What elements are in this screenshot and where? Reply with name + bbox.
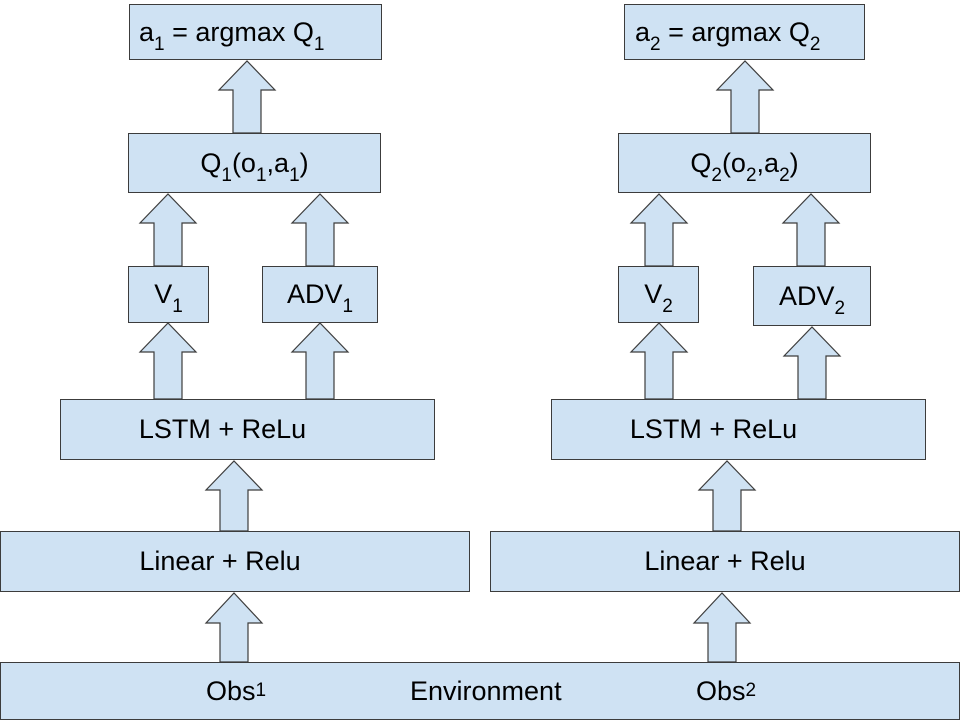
arrow-q-to-action-2 xyxy=(715,60,775,134)
lstm-label-1: LSTM + ReLu xyxy=(138,414,307,444)
action-box-2: a2 = argmax Q2 xyxy=(624,4,865,60)
arrow-lstm-to-v-1 xyxy=(138,322,198,400)
action-text-2: a2 = argmax Q2 xyxy=(635,16,821,55)
environment-label: Environment xyxy=(410,675,562,706)
arrow-q-to-action-1 xyxy=(217,60,277,134)
value-box-1: V1 xyxy=(128,266,209,323)
advantage-box-2: ADV2 xyxy=(753,266,871,326)
q-function-text-2: Q2(o2,a2) xyxy=(690,147,799,186)
arrow-lstm-to-v-2 xyxy=(629,322,689,400)
arrow-adv-to-q-1 xyxy=(290,193,350,267)
linear-label-2: Linear + Relu xyxy=(644,546,806,576)
q-function-box-2: Q2(o2,a2) xyxy=(618,133,871,193)
advantage-text-2: ADV2 xyxy=(778,280,846,319)
q-function-box-1: Q1(o1,a1) xyxy=(128,133,381,193)
arrow-v-to-q-2 xyxy=(629,193,689,267)
linear-box-2: Linear + Relu xyxy=(490,531,960,592)
arrow-env-to-linear-2 xyxy=(692,592,752,663)
arrow-lstm-to-adv-2 xyxy=(782,326,842,400)
arrow-lstm-to-adv-1 xyxy=(290,322,350,400)
linear-box-1: Linear + Relu xyxy=(0,531,470,592)
advantage-text-1: ADV1 xyxy=(286,279,354,317)
action-box-1: a1 = argmax Q1 xyxy=(129,4,382,60)
arrow-linear-to-lstm-1 xyxy=(204,460,264,532)
action-text-1: a1 = argmax Q1 xyxy=(139,16,325,55)
value-text-2: V2 xyxy=(644,279,673,317)
q-function-text-1: Q1(o1,a1) xyxy=(200,147,309,186)
lstm-label-2: LSTM + ReLu xyxy=(629,414,798,444)
lstm-box-2: LSTM + ReLu xyxy=(551,399,926,460)
linear-label-1: Linear + Relu xyxy=(139,546,301,576)
arrow-v-to-q-1 xyxy=(138,193,198,267)
arrow-adv-to-q-2 xyxy=(781,193,841,267)
lstm-box-1: LSTM + ReLu xyxy=(60,399,435,460)
value-box-2: V2 xyxy=(618,266,699,323)
arrow-env-to-linear-1 xyxy=(204,592,264,663)
value-text-1: V1 xyxy=(154,279,183,317)
advantage-box-1: ADV1 xyxy=(262,266,378,323)
arrow-linear-to-lstm-2 xyxy=(697,460,757,532)
